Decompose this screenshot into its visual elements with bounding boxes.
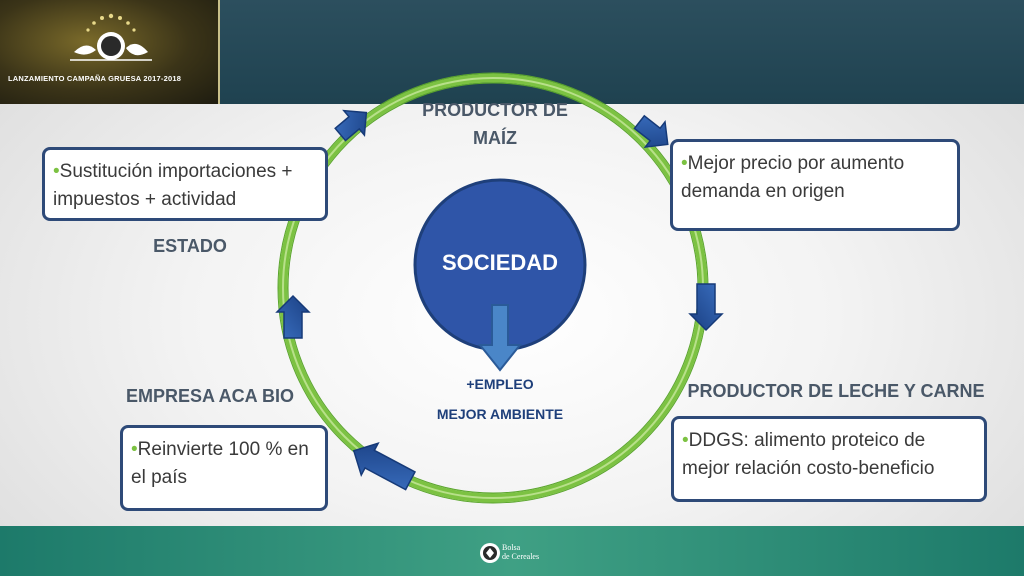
bolsa-cereales-logo-icon (480, 543, 500, 563)
campaign-emblem-icon (70, 13, 152, 61)
ring-arrow-bottom-left (352, 442, 417, 491)
bullet: • (131, 439, 138, 460)
productor-maiz-line1: PRODUCTOR DE (422, 100, 568, 120)
sociedad-label: SOCIEDAD (441, 250, 559, 275)
bullet: • (681, 153, 688, 174)
estado-label: ESTADO (153, 236, 227, 256)
campaign-title: LANZAMIENTO CAMPAÑA GRUESA 2017-2018 (8, 74, 182, 83)
footer-logo-line2: de Cereales (502, 552, 540, 561)
bullet: • (53, 161, 60, 182)
productor-leche-text: DDGS: alimento proteico de mejor relació… (682, 430, 935, 479)
outcome-ambiente: MEJOR AMBIENTE (436, 406, 564, 422)
empresa-text: Reinvierte 100 % en el país (131, 439, 309, 488)
productor-maiz-label: PRODUCTOR DE MAÍZ (400, 96, 590, 152)
outcome-empleo: +EMPLEO (466, 376, 534, 392)
ring-arrow-top-right (633, 114, 669, 149)
empresa-label: EMPRESA ACA BIO (125, 386, 294, 406)
down-arrow-icon (477, 304, 523, 372)
productor-leche-box: •DDGS: alimento proteico de mejor relaci… (671, 416, 987, 502)
productor-maiz-line2: MAÍZ (473, 128, 517, 148)
maiz-box: •Mejor precio por aumento demanda en ori… (670, 139, 960, 231)
estado-text: Sustitución importaciones + impuestos + … (53, 161, 293, 210)
ring-arrow-top-left (334, 109, 368, 142)
footer-logo-text: Bolsa de Cereales (502, 543, 539, 561)
campaign-logo: LANZAMIENTO CAMPAÑA GRUESA 2017-2018 (0, 0, 220, 104)
productor-leche-label: PRODUCTOR DE LECHE Y CARNE (687, 381, 985, 401)
estado-box: •Sustitución importaciones + impuestos +… (42, 147, 328, 221)
ring-arrow-right (688, 283, 724, 332)
bullet: • (682, 430, 689, 451)
footer-bar (0, 526, 1024, 576)
empresa-box: •Reinvierte 100 % en el país (120, 425, 328, 511)
ring-arrow-left (275, 294, 311, 339)
maiz-box-text: Mejor precio por aumento demanda en orig… (681, 153, 905, 202)
footer-logo-line1: Bolsa (502, 543, 521, 552)
